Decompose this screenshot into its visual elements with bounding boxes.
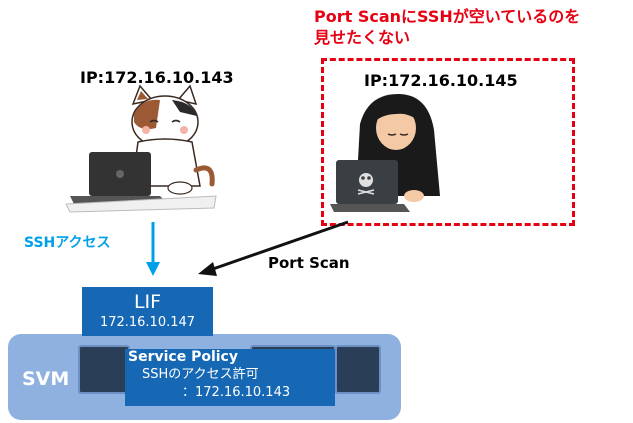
warning-text: Port ScanにSSHが空いているのを 見せたくない bbox=[314, 6, 632, 48]
lif-ip: 172.16.10.147 bbox=[99, 315, 196, 330]
warning-line-1: Port ScanにSSHが空いているのを bbox=[314, 7, 581, 26]
user-ip-label: IP:172.16.10.143 bbox=[80, 68, 234, 87]
attacker-ip-label: IP:172.16.10.145 bbox=[364, 71, 518, 90]
cat-user-illustration bbox=[65, 84, 217, 213]
service-policy-allowed-ip: ：172.16.10.143 bbox=[182, 385, 291, 400]
lif-box: LIF 172.16.10.147 bbox=[82, 287, 213, 336]
ssh-access-arrow bbox=[146, 222, 160, 276]
service-policy-title: Service Policy bbox=[128, 349, 238, 365]
ssh-access-label: SSHアクセス bbox=[24, 235, 111, 251]
service-policy-box: Service Policy SSHのアクセス許可 ：172.16.10.143 bbox=[125, 349, 335, 406]
hacker-illustration bbox=[330, 94, 440, 212]
attacker-dashed-frame bbox=[321, 58, 575, 226]
port-scan-label: Port Scan bbox=[268, 254, 350, 272]
lif-title: LIF bbox=[133, 291, 162, 313]
storage-server-icon bbox=[335, 345, 381, 394]
service-policy-rule: SSHのアクセス許可 bbox=[142, 367, 259, 382]
svm-label: SVM bbox=[22, 368, 70, 390]
port-scan-arrow bbox=[198, 220, 349, 276]
storage-server-icon bbox=[78, 345, 130, 394]
warning-line-2: 見せたくない bbox=[314, 28, 411, 47]
